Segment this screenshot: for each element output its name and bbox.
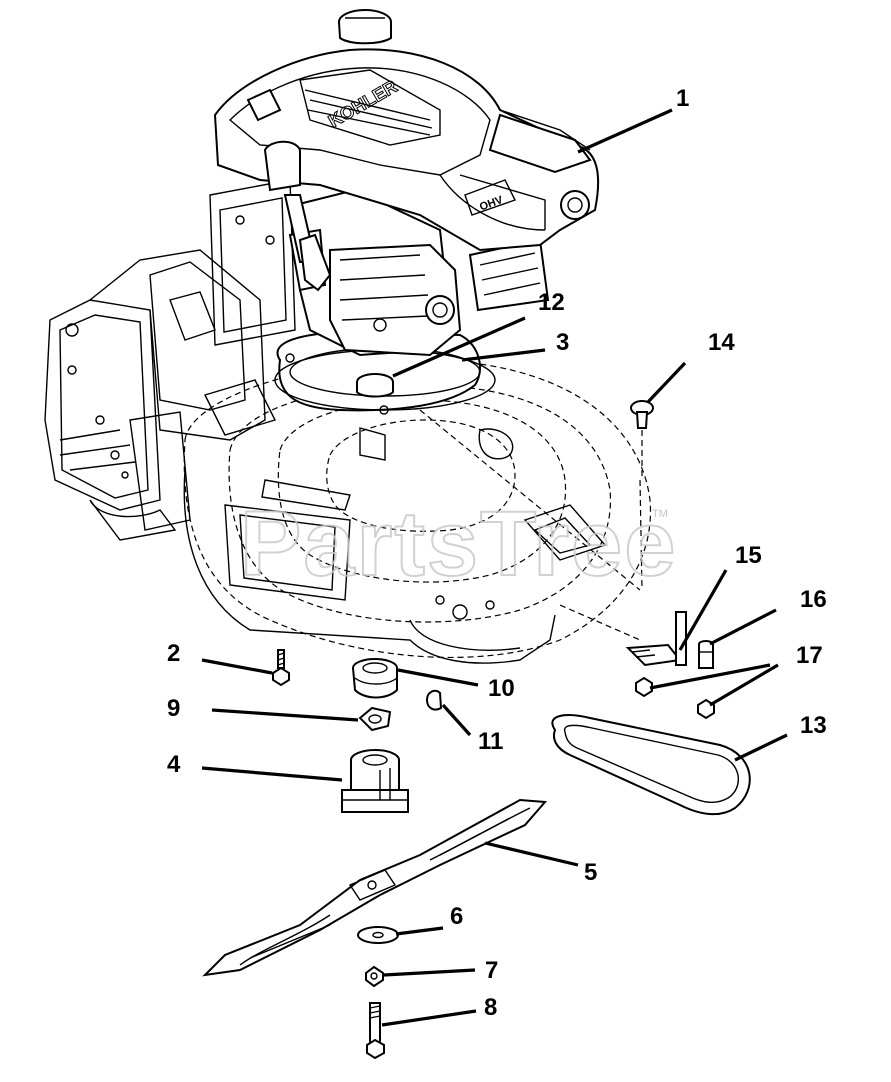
callout-14: 14 bbox=[708, 329, 735, 356]
callout-11: 11 bbox=[478, 728, 503, 755]
blade-pulley bbox=[352, 658, 398, 699]
callout-16: 16 bbox=[800, 586, 827, 613]
idler-bracket bbox=[559, 604, 687, 667]
leader-lines bbox=[201, 108, 788, 1027]
callout-8: 8 bbox=[484, 994, 497, 1021]
carriage-bolt bbox=[630, 400, 654, 480]
woodruff-key bbox=[425, 689, 443, 711]
mower-deck bbox=[183, 359, 652, 664]
spring-washer bbox=[358, 706, 392, 732]
callout-numbers: 1 12 3 14 15 16 17 13 2 10 9 11 4 5 6 7 … bbox=[167, 85, 827, 1021]
pin bbox=[698, 640, 714, 669]
blade-bolt bbox=[366, 1002, 385, 1060]
self-tapping-screw bbox=[272, 649, 290, 687]
callout-7: 7 bbox=[485, 957, 498, 984]
callout-15: 15 bbox=[735, 542, 762, 569]
callout-17: 17 bbox=[796, 642, 823, 669]
engine: OHV KOHLER bbox=[213, 9, 600, 415]
callout-10: 10 bbox=[488, 675, 515, 702]
rear-bracket-assembly bbox=[44, 179, 296, 541]
callout-3: 3 bbox=[556, 329, 569, 356]
svg-text:PartsTree: PartsTree bbox=[240, 493, 677, 595]
svg-text:TM: TM bbox=[652, 508, 668, 520]
blade-washer bbox=[357, 926, 399, 944]
drive-belt bbox=[551, 714, 751, 816]
callout-6: 6 bbox=[450, 903, 463, 930]
callout-13: 13 bbox=[800, 712, 827, 739]
callout-5: 5 bbox=[584, 859, 597, 886]
callout-2: 2 bbox=[167, 640, 180, 667]
callout-1: 1 bbox=[676, 85, 689, 112]
blade-adapter bbox=[341, 749, 409, 813]
callout-12: 12 bbox=[538, 289, 565, 316]
spacer bbox=[356, 373, 394, 398]
callout-9: 9 bbox=[167, 695, 180, 722]
hex-nut bbox=[365, 965, 384, 988]
watermark: PartsTree TM bbox=[239, 492, 677, 596]
mower-blade bbox=[202, 798, 548, 977]
callout-4: 4 bbox=[167, 751, 181, 778]
